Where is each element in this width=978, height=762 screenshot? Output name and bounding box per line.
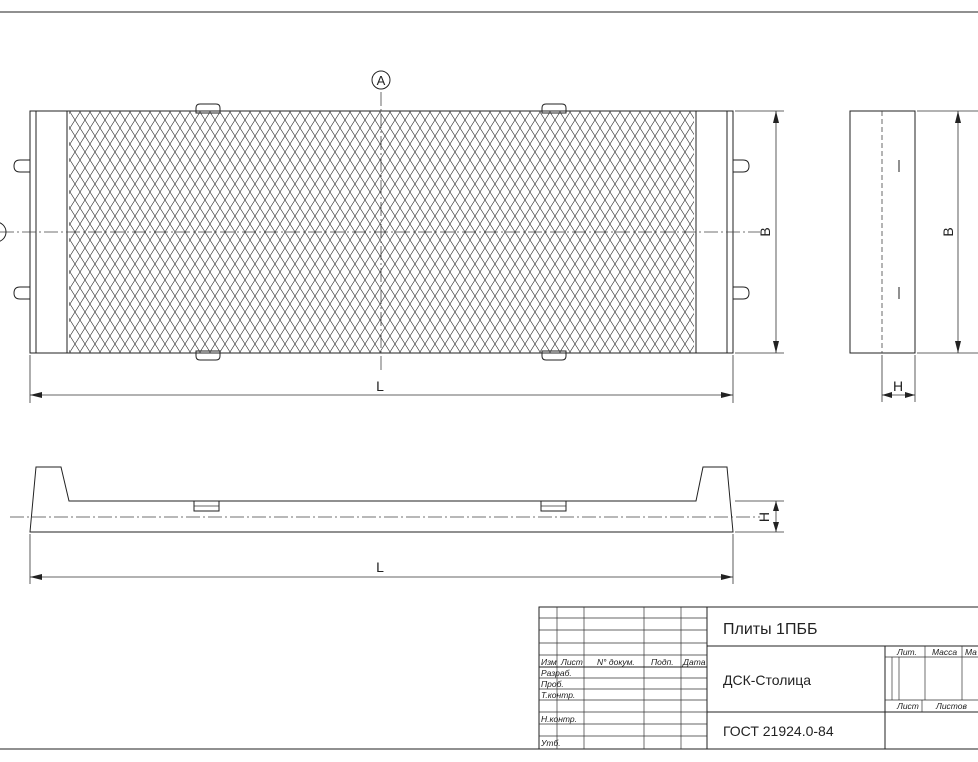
header-mass: Масса (932, 647, 957, 657)
plan-length-dimension: L (29, 355, 734, 403)
plan-width-label: B (757, 227, 773, 236)
header-scale: Ма (965, 647, 977, 657)
elevation-view (10, 466, 760, 533)
col-header-doc: N° докум. (597, 657, 635, 667)
elevation-length-label: L (376, 559, 384, 575)
title-block-standard: ГОСТ 21924.0-84 (723, 723, 834, 739)
plan-length-label: L (376, 378, 384, 394)
col-header-izm: Изм (541, 657, 557, 667)
row-label-developed: Разраб. (541, 668, 572, 678)
end-view-width-label: B (940, 227, 956, 236)
col-header-list: Лист (560, 657, 583, 667)
elevation-length-dimension: L (29, 534, 734, 584)
section-marker: A (371, 70, 391, 90)
elevation-height-label: H (756, 512, 772, 522)
end-view (849, 110, 916, 354)
row-label-approved: Утб. (540, 738, 561, 748)
plan-view (0, 92, 760, 372)
row-label-norm-control: Н.контр. (541, 714, 577, 724)
plan-width-dimension: B (735, 110, 784, 354)
label-sheets: Листов (935, 701, 968, 711)
row-label-checked: Проб. (541, 679, 564, 689)
col-header-sign: Подп. (651, 657, 674, 667)
title-block-organization: ДСК-Столица (723, 672, 811, 688)
title-block: Плиты 1ПББ ДСК-Столица ГОСТ 21924.0-84 И… (538, 606, 978, 750)
section-marker-label: A (377, 73, 386, 88)
end-view-height-dimension: H (881, 355, 916, 402)
elevation-height-dimension: H (735, 500, 784, 533)
header-lit: Лит. (896, 647, 917, 657)
label-sheet: Лист (896, 701, 919, 711)
title-block-title: Плиты 1ПББ (723, 621, 817, 638)
col-header-date: Дата (682, 657, 706, 667)
row-label-tech-control: Т.контр. (541, 690, 575, 700)
end-view-width-dimension: B (917, 110, 978, 354)
end-view-height-label: H (893, 378, 903, 394)
